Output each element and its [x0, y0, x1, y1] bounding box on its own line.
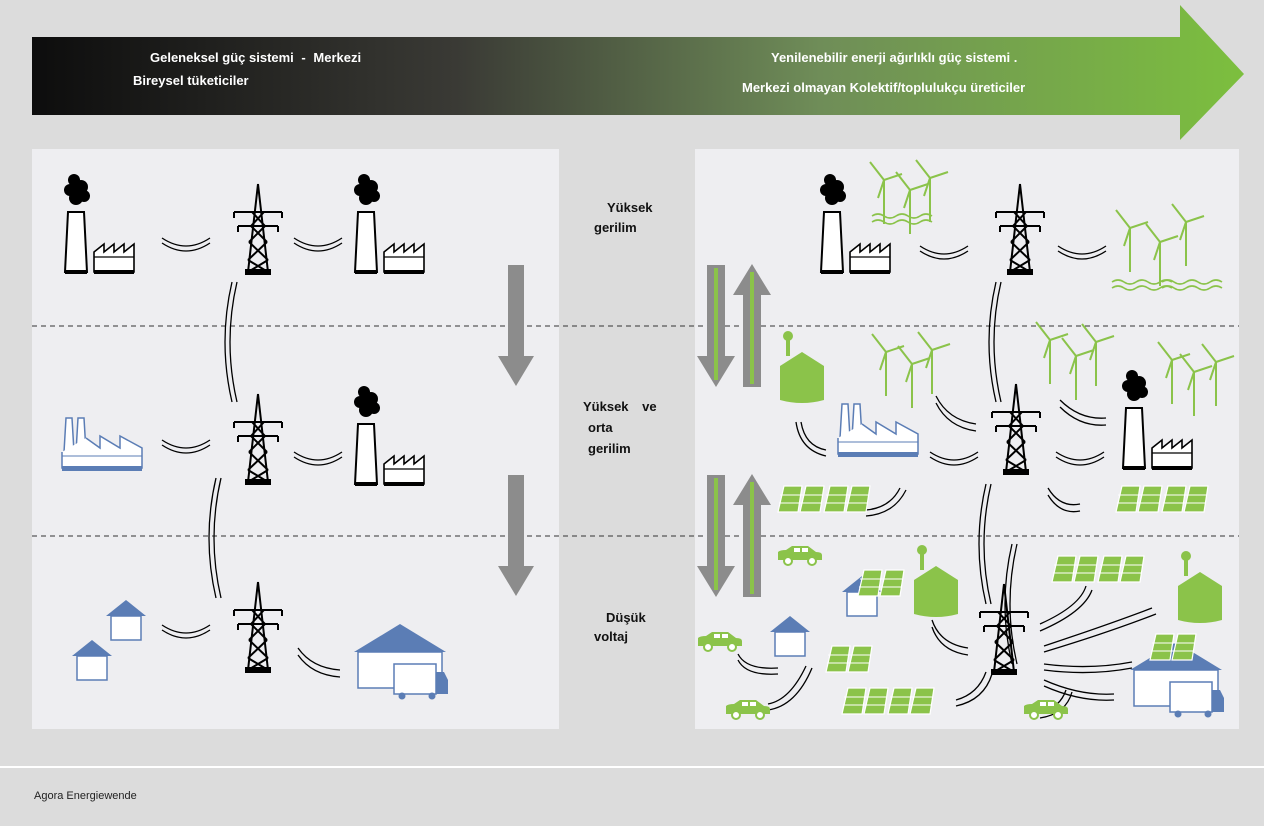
flow-arrow-down-1: [498, 265, 534, 386]
level-label-mid-1b: ve: [642, 399, 657, 414]
banner-left-title: Geleneksel güç sistemi - Merkezi: [150, 50, 361, 66]
cable-icon: [795, 421, 827, 457]
level-label-high-2: gerilim: [594, 220, 637, 235]
cable-icon: [1039, 585, 1093, 632]
traditional-system-panel: [32, 149, 559, 729]
banner-right-title: Yenilenebilir enerji ağırlıklı güç siste…: [771, 50, 1018, 65]
cable-icon: [865, 487, 907, 517]
footer-bar: Agora Energiewende: [0, 768, 1264, 826]
level-label-mid-1: Yüksek ve: [583, 398, 657, 416]
cable-icon: [1047, 487, 1081, 513]
bidirectional-arrow-upper: [697, 264, 771, 387]
level-label-low-1: Düşük: [606, 610, 646, 625]
left-title-text: Geleneksel güç sistemi: [150, 50, 294, 65]
cable-icon: [767, 665, 813, 711]
left-title-bullet: -: [301, 50, 306, 65]
level-label-mid-1a: Yüksek: [583, 399, 629, 414]
transition-banner-arrow: [32, 5, 1244, 140]
left-title-text-2: Merkezi: [313, 50, 362, 65]
bidirectional-arrow-lower: [697, 474, 771, 597]
cable-icon: [1059, 399, 1107, 426]
cable-icon: [1043, 607, 1157, 653]
level-label-mid-3: gerilim: [588, 441, 631, 456]
cable-icon: [1043, 679, 1115, 701]
level-label-mid-2: orta: [588, 420, 613, 435]
cable-icon: [297, 647, 341, 678]
cable-icon: [931, 619, 969, 656]
level-label-low-2: voltaj: [594, 629, 628, 644]
banner-left-subtitle: Bireysel tüketiciler: [133, 73, 249, 88]
flow-arrow-down-2: [498, 475, 534, 596]
banner-right-subtitle: Merkezi olmayan Kolektif/toplulukçu üret…: [742, 80, 1026, 95]
cable-icon: [1043, 661, 1133, 674]
level-label-high-1: Yüksek: [607, 200, 653, 215]
footer-source: Agora Energiewende: [34, 790, 137, 802]
cable-icon: [737, 653, 779, 675]
cable-icon: [955, 671, 993, 707]
cable-icon: [935, 395, 977, 432]
